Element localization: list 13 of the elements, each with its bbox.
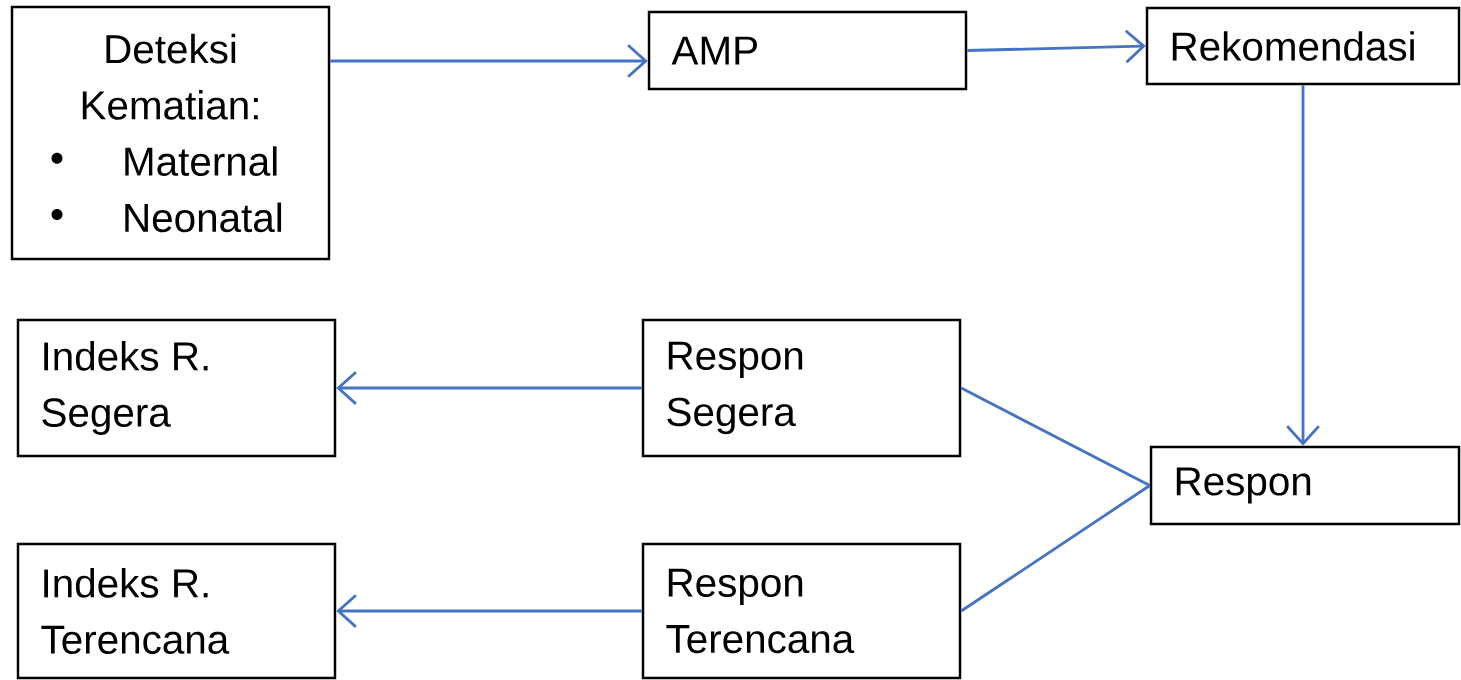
process-box: Respon Terencana	[641, 542, 962, 680]
arrow	[330, 44, 648, 78]
process-box: Respon Segera	[641, 318, 962, 458]
process-box: Deteksi Kematian: Maternal Neonatal	[10, 5, 331, 261]
process-box: AMP	[647, 10, 968, 91]
process-box: Indeks R. Terencana	[16, 542, 337, 680]
process-box: Respon	[1149, 445, 1461, 526]
arrow	[1286, 85, 1320, 446]
process-box: Rekomendasi	[1145, 6, 1461, 86]
arrow	[336, 594, 642, 628]
process-box: Indeks R. Segera	[16, 318, 337, 458]
arrow	[336, 371, 642, 405]
arrow	[967, 29, 1146, 64]
